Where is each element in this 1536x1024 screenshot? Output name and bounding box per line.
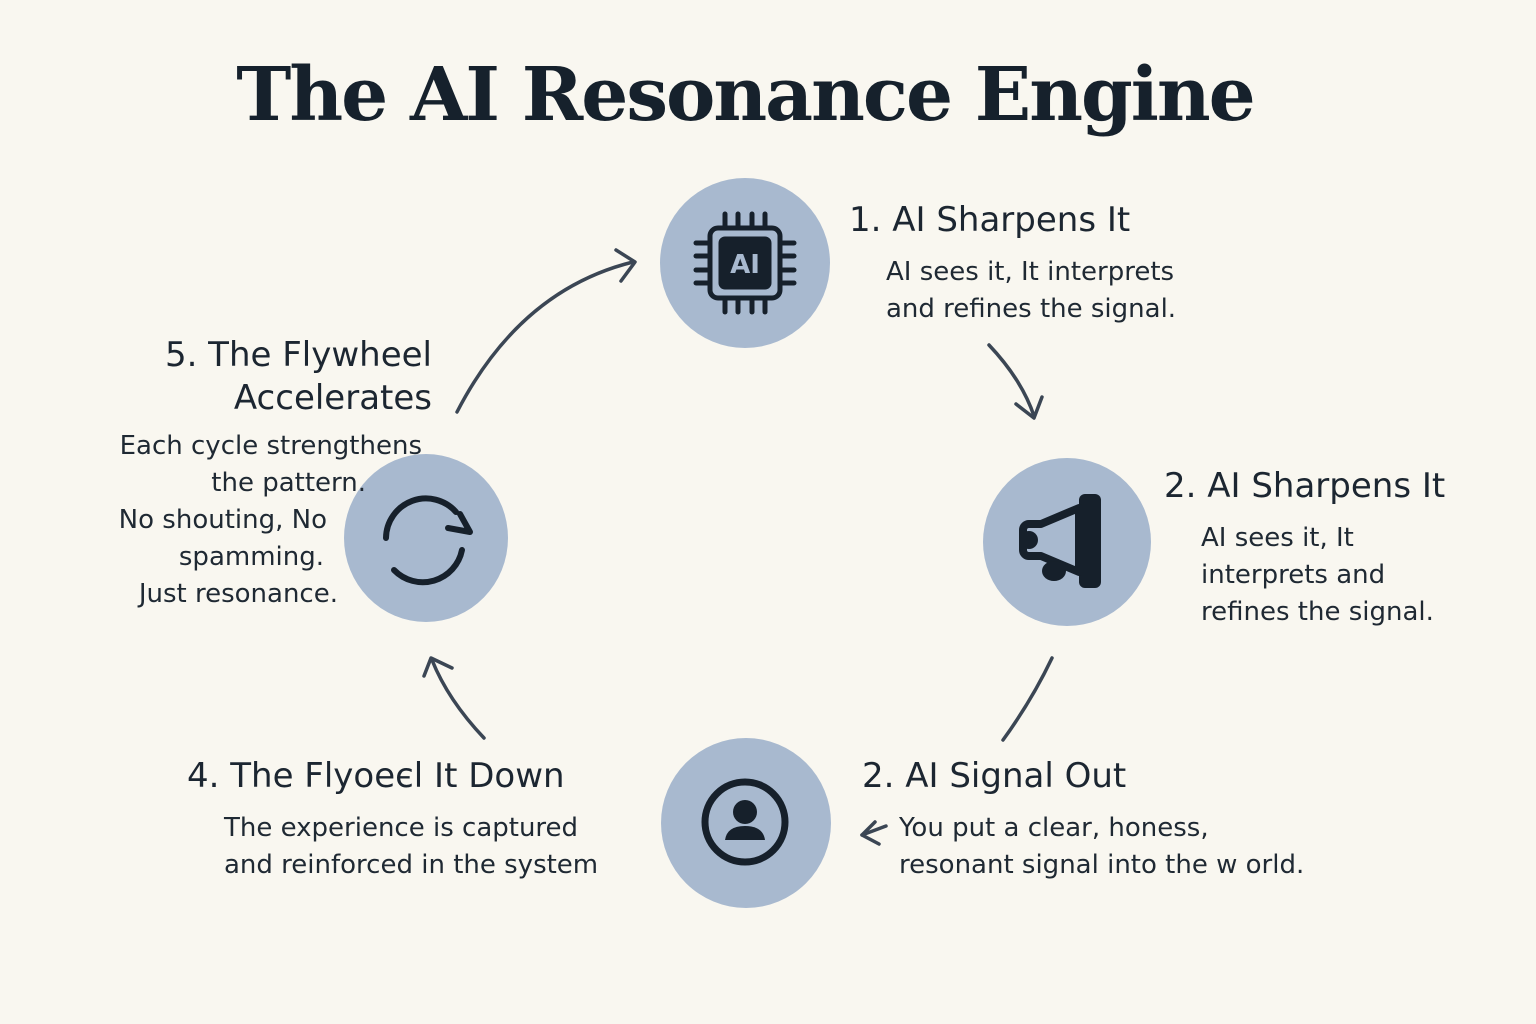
arrowhead-4-to-5	[422, 656, 454, 678]
node-cycle	[344, 454, 508, 622]
arrow-4-to-5	[430, 658, 486, 740]
step-4-desc-line: and reinforced in the system	[224, 850, 599, 880]
step-3-title: 2. AI Signal Out	[862, 756, 1127, 796]
step-1-desc-line: and refines the signal.	[886, 294, 1177, 324]
arrow-2-to-3	[1001, 656, 1054, 742]
step-5-title-line: 5. The Flywheel	[164, 335, 432, 375]
arrowhead-5-to-1	[614, 248, 637, 283]
step-5: 5. The Flywheel Accelerates	[165, 334, 432, 420]
step-5-desc-line: spamming.	[178, 542, 324, 572]
step-3-desc-line: resonant signal into the w orld.	[899, 850, 1305, 880]
arrow-into-3	[860, 824, 888, 837]
arrow-1-to-2	[987, 343, 1036, 418]
step-1-desc-line: AI sees it, It interprets	[886, 257, 1175, 287]
step-1: 1. AI Sharpens It AI sees it, It interpr…	[849, 200, 1176, 328]
ai-chip-label: AI	[730, 250, 760, 280]
step-5-desc-line: Each cycle strengthens	[119, 431, 422, 461]
step-3-desc-line: You put a clear, honess,	[899, 813, 1209, 843]
arrow-5-to-1	[455, 260, 635, 414]
node-megaphone	[983, 458, 1151, 626]
step-5-desc-line: the pattern.	[211, 468, 366, 498]
node-user	[661, 738, 831, 908]
step-3: 2. AI Signal Out You put a clear, honess…	[862, 756, 1304, 884]
diagram-title: The AI Resonance Engine	[236, 52, 1256, 138]
step-2-desc-line: AI sees it, It	[1201, 523, 1354, 553]
arrowhead-into-3	[860, 820, 881, 846]
cycle-arrows-icon	[383, 495, 473, 586]
step-2-title: 2. AI Sharpens It	[1164, 466, 1446, 506]
step-2-desc-line: refines the signal.	[1201, 597, 1434, 627]
user-icon	[701, 778, 789, 866]
node-ai-chip: AI	[660, 178, 830, 348]
ai-chip-icon: AI	[693, 211, 797, 315]
step-1-title: 1. AI Sharpens It	[849, 200, 1131, 240]
step-5-desc-line: Just resonance.	[138, 579, 338, 609]
step-5-desc-line: No shouting, No	[118, 505, 327, 535]
megaphone-icon	[1019, 494, 1101, 588]
arrowhead-1-to-2	[1014, 395, 1044, 420]
step-2: 2. AI Sharpens It AI sees it, It interpr…	[1164, 466, 1445, 631]
step-2-desc-line: interprets and	[1201, 560, 1386, 590]
step-5-description: Each cycle strengthens the pattern. No s…	[110, 428, 422, 613]
step-5-title-line: Accelerates	[233, 378, 432, 418]
step-4-title: 4. The Flyоeєl It Down	[187, 756, 565, 796]
step-4: 4. The Flyоeєl It Down The experience is…	[187, 756, 598, 884]
step-4-desc-line: The experience is captured	[224, 813, 579, 843]
